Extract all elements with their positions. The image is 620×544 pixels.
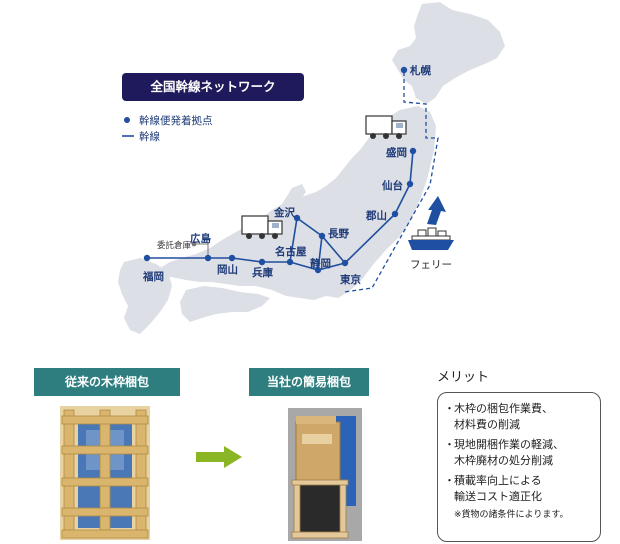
hub-dot-koriyama <box>391 210 399 218</box>
wooden-crate-photo <box>60 406 150 540</box>
hub-dot-hiroshima <box>204 254 212 262</box>
hub-dot-itaku <box>191 241 197 247</box>
city-label-tokyo: 東京 <box>340 274 361 286</box>
hub-dot-kanazawa <box>293 214 301 222</box>
legend-hub-label: 幹線便発着拠点 <box>139 115 213 127</box>
network-title: 全国幹線ネットワーク <box>122 73 304 101</box>
route-line-kanazawa-nagoya <box>289 217 298 263</box>
bullet-icon: ・ <box>444 438 455 451</box>
hub-dot-shizuoka <box>314 266 322 274</box>
merit-item-line1: 現地開梱作業の軽減、 <box>454 438 564 451</box>
route-line-itaku <box>194 243 209 258</box>
hub-dot-nagano <box>318 232 326 240</box>
hub-dot-nagoya <box>286 258 294 266</box>
hub-dots <box>143 66 417 274</box>
city-label-nagano: 長野 <box>328 228 349 240</box>
truck-icon <box>365 115 407 139</box>
legend-dot-icon <box>124 117 130 123</box>
after-packaging-label: 当社の簡易梱包 <box>249 368 369 396</box>
city-label-hyogo: 兵庫 <box>252 267 273 279</box>
city-label-okayama: 岡山 <box>217 264 238 276</box>
honshu-landmass <box>160 106 436 300</box>
route-line-nagano-nagoya <box>317 235 323 271</box>
truck-icon <box>241 215 283 239</box>
merit-item-line1: 木枠の梱包作業費、 <box>454 402 553 415</box>
merit-item: ・ 現地開梱作業の軽減、 木枠廃材の処分削減 <box>444 437 594 469</box>
hub-dot-hyogo <box>258 258 266 266</box>
hub-dot-fukuoka <box>143 254 151 262</box>
city-label-shizuoka: 静岡 <box>310 258 331 270</box>
legend-line-label: 幹線 <box>139 131 160 143</box>
hub-dot-tokyo <box>341 259 349 267</box>
bullet-icon: ・ <box>444 474 455 487</box>
city-label-koriyama: 郡山 <box>366 210 387 222</box>
before-packaging-label: 従来の木枠梱包 <box>34 368 180 396</box>
kyushu-landmass <box>118 258 172 334</box>
hub-dot-morioka <box>409 147 417 155</box>
hokkaido-landmass <box>392 2 505 104</box>
shikoku-landmass <box>180 286 270 322</box>
merit-item-line2: 木枠廃材の処分削減 <box>454 454 553 467</box>
city-label-kanazawa: 金沢 <box>274 207 295 219</box>
merit-item: ・ 木枠の梱包作業費、 材料費の削減 <box>444 401 594 433</box>
merit-item-line1: 積載率向上による <box>454 474 542 487</box>
ferry-label: フェリー <box>410 259 452 271</box>
simple-packaging-photo <box>288 408 362 541</box>
merit-item: ・ 積載率向上による 輸送コスト適正化 <box>444 473 594 505</box>
city-label-sapporo: 札幌 <box>410 65 431 77</box>
city-label-morioka: 盛岡 <box>386 147 407 159</box>
noto-peninsula <box>282 184 306 206</box>
ferry-direction-arrow-icon <box>427 196 446 225</box>
hub-dot-sapporo <box>400 66 408 74</box>
city-label-fukuoka: 福岡 <box>143 271 164 283</box>
city-label-sendai: 仙台 <box>382 180 403 192</box>
merit-title: メリット <box>437 370 490 385</box>
ferry-ship-icon <box>408 227 454 250</box>
merit-note: ※貨物の諸条件によります。 <box>454 510 569 520</box>
hub-dot-okayama <box>228 254 236 262</box>
merit-item-line2: 輸送コスト適正化 <box>454 490 542 503</box>
route-line-main <box>147 150 414 271</box>
city-label-nagoya: 名古屋 <box>275 246 307 258</box>
merit-box: ・ 木枠の梱包作業費、 材料費の削減 ・ 現地開梱作業の軽減、 木枠廃材の処分削… <box>437 392 601 542</box>
japan-map <box>118 2 505 334</box>
city-label-itaku-warehouse: 委託倉庫 <box>157 241 192 251</box>
transition-arrow-icon <box>196 446 242 468</box>
bullet-icon: ・ <box>444 402 455 415</box>
ferry-route-dashed <box>343 72 439 293</box>
city-label-hiroshima: 広島 <box>190 233 211 245</box>
merit-item-line2: 材料費の削減 <box>454 418 520 431</box>
hub-dot-sendai <box>406 180 414 188</box>
